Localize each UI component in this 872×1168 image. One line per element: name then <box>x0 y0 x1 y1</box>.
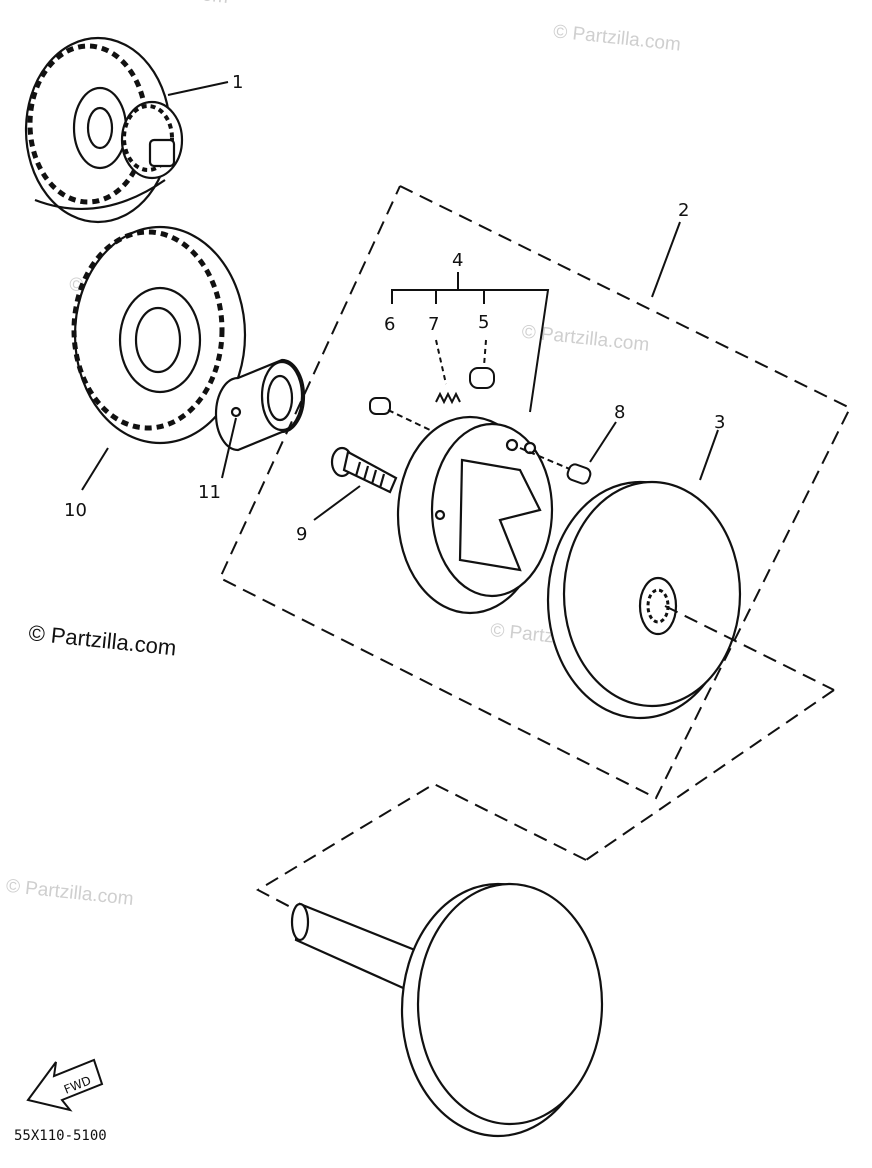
bracket-4 <box>391 272 550 413</box>
leader-1 <box>167 81 229 96</box>
part-3-drum <box>546 480 742 720</box>
label-8: 8 <box>614 402 625 423</box>
watermark: © Partzilla.com <box>5 876 135 910</box>
leader-6 <box>387 409 431 431</box>
label-10: 10 <box>64 500 87 521</box>
label-5: 5 <box>478 312 489 333</box>
watermark: © Partzilla.com <box>100 0 230 8</box>
label-7: 7 <box>428 314 439 335</box>
leader-3 <box>699 429 719 481</box>
drawing-code: 55X110-5100 <box>14 1128 107 1144</box>
part-1-double-gear <box>24 36 184 224</box>
leader-11 <box>221 417 237 479</box>
part-6-pin <box>369 397 391 415</box>
part-labels: 1 2 3 4 5 6 7 8 9 10 11 <box>64 72 725 545</box>
label-11: 11 <box>198 482 221 503</box>
leader-9 <box>313 485 361 521</box>
part-4-clutch-hub <box>396 415 554 615</box>
part-7-spring <box>435 339 461 405</box>
part-8-pin <box>519 447 592 485</box>
partzilla-watermark: © Partzilla.com <box>27 620 177 660</box>
part-9-screw <box>330 446 398 494</box>
crankshaft-flywheel <box>290 882 604 1138</box>
label-4: 4 <box>452 250 463 271</box>
label-2: 2 <box>678 200 689 221</box>
label-1: 1 <box>232 72 243 93</box>
leader-2 <box>651 221 681 298</box>
fwd-arrow-icon: FWD <box>26 1058 104 1112</box>
part-10-large-gear <box>71 225 247 445</box>
leader-10 <box>81 447 109 491</box>
part-5-plunger <box>469 339 495 389</box>
label-3: 3 <box>714 412 725 433</box>
watermark: © Partzilla.com <box>552 21 682 55</box>
leader-8 <box>589 421 617 463</box>
assembly-connector <box>255 605 835 913</box>
label-6: 6 <box>384 314 395 335</box>
label-9: 9 <box>296 524 307 545</box>
assembly-outline <box>218 185 852 800</box>
part-11-bushing <box>214 358 306 452</box>
